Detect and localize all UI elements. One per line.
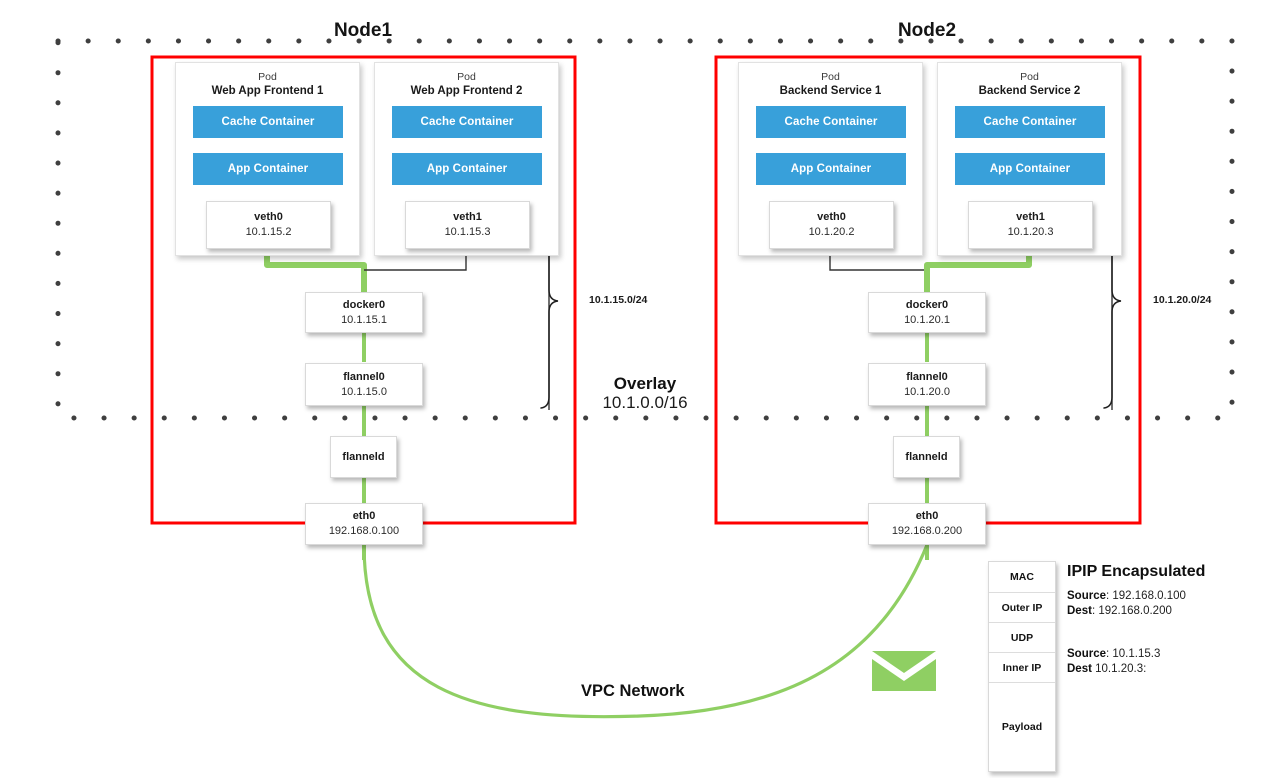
packet-envelope-icon bbox=[872, 647, 936, 700]
veth-ip: 10.1.20.2 bbox=[808, 226, 855, 238]
pod-name-label: Web App Frontend 2 bbox=[410, 85, 523, 97]
node1-flanneld[interactable]: flanneld bbox=[330, 436, 397, 478]
node1-pod2[interactable]: Pod Web App Frontend 2 Cache Container A… bbox=[374, 62, 559, 256]
pod-kind-label: Pod bbox=[821, 71, 840, 83]
flanneld-name: flanneld bbox=[342, 450, 385, 463]
pod-name-label: Backend Service 1 bbox=[779, 85, 882, 97]
inner-source-label: Source bbox=[1067, 648, 1106, 660]
node1-eth0[interactable]: eth0 192.168.0.100 bbox=[305, 503, 423, 545]
node1-docker0[interactable]: docker0 10.1.15.1 bbox=[305, 292, 423, 333]
overlay-cidr: 10.1.0.0/16 bbox=[602, 393, 688, 412]
inner-dest-line: Dest 10.1.20.3: bbox=[1067, 663, 1146, 675]
veth-ip: 10.1.15.2 bbox=[245, 226, 292, 238]
veth-interface[interactable]: veth0 10.1.20.2 bbox=[769, 201, 894, 249]
packet-layer-mac: MAC bbox=[989, 562, 1055, 593]
packet-layer-udp: UDP bbox=[989, 623, 1055, 653]
eth0-ip: 192.168.0.200 bbox=[891, 525, 963, 537]
node2-eth0[interactable]: eth0 192.168.0.200 bbox=[868, 503, 986, 545]
node2-flannel0[interactable]: flannel0 10.1.20.0 bbox=[868, 363, 986, 406]
app-container[interactable]: App Container bbox=[955, 153, 1105, 185]
cache-container[interactable]: Cache Container bbox=[392, 106, 542, 138]
cache-container[interactable]: Cache Container bbox=[193, 106, 343, 138]
pod-name-label: Web App Frontend 1 bbox=[211, 85, 324, 97]
node2-subnet-label: 10.1.20.0/24 bbox=[1153, 294, 1212, 306]
eth0-name: eth0 bbox=[352, 510, 376, 523]
node2-flanneld[interactable]: flanneld bbox=[893, 436, 960, 478]
veth-name: veth1 bbox=[1016, 211, 1045, 224]
outer-source-value: : 192.168.0.100 bbox=[1106, 590, 1186, 602]
flannel0-name: flannel0 bbox=[343, 370, 385, 383]
cache-container[interactable]: Cache Container bbox=[756, 106, 906, 138]
veth-name: veth0 bbox=[817, 211, 846, 224]
packet-layer-stack[interactable]: MAC Outer IP UDP Inner IP Payload bbox=[988, 561, 1056, 772]
veth-ip: 10.1.15.3 bbox=[444, 226, 491, 238]
overlay-title: Overlay bbox=[613, 374, 677, 393]
inner-source-value: : 10.1.15.3 bbox=[1106, 648, 1161, 660]
app-container[interactable]: App Container bbox=[193, 153, 343, 185]
flannel0-ip: 10.1.20.0 bbox=[904, 385, 950, 398]
bridge-ip: 10.1.20.1 bbox=[904, 313, 950, 326]
veth-interface[interactable]: veth1 10.1.20.3 bbox=[968, 201, 1093, 249]
inner-source-line: Source: 10.1.15.3 bbox=[1067, 648, 1160, 660]
packet-layer-outer-ip: Outer IP bbox=[989, 593, 1055, 623]
inner-dest-label: Dest bbox=[1067, 663, 1092, 675]
eth0-name: eth0 bbox=[915, 510, 939, 523]
eth0-ip: 192.168.0.100 bbox=[328, 525, 400, 537]
pod-kind-label: Pod bbox=[1020, 71, 1039, 83]
outer-dest-value: : 192.168.0.200 bbox=[1091, 605, 1172, 617]
outer-source-label: Source bbox=[1067, 590, 1106, 602]
veth-name: veth1 bbox=[453, 211, 482, 224]
flannel0-ip: 10.1.15.0 bbox=[341, 385, 387, 398]
inner-dest-value: 10.1.20.3: bbox=[1091, 663, 1147, 675]
node2-docker0[interactable]: docker0 10.1.20.1 bbox=[868, 292, 986, 333]
outer-dest-label: Dest bbox=[1067, 605, 1092, 617]
packet-layer-inner-ip: Inner IP bbox=[989, 653, 1055, 683]
node1-pod1[interactable]: Pod Web App Frontend 1 Cache Container A… bbox=[175, 62, 360, 256]
node1-flannel0[interactable]: flannel0 10.1.15.0 bbox=[305, 363, 423, 406]
vpc-network-label: VPC Network bbox=[581, 682, 685, 700]
node2-pod1[interactable]: Pod Backend Service 1 Cache Container Ap… bbox=[738, 62, 923, 256]
veth-interface[interactable]: veth1 10.1.15.3 bbox=[405, 201, 530, 249]
node2-title: Node2 bbox=[897, 20, 957, 41]
bridge-ip: 10.1.15.1 bbox=[341, 313, 387, 326]
outer-source-line: Source: 192.168.0.100 bbox=[1067, 590, 1186, 602]
pod-kind-label: Pod bbox=[457, 71, 476, 83]
node1-title: Node1 bbox=[333, 20, 393, 41]
node2-pod2[interactable]: Pod Backend Service 2 Cache Container Ap… bbox=[937, 62, 1122, 256]
pod-name-label: Backend Service 2 bbox=[978, 85, 1081, 97]
veth-ip: 10.1.20.3 bbox=[1007, 226, 1054, 238]
flannel0-name: flannel0 bbox=[906, 370, 948, 383]
flanneld-name: flanneld bbox=[905, 450, 948, 463]
packet-layer-payload: Payload bbox=[1001, 721, 1043, 733]
app-container[interactable]: App Container bbox=[392, 153, 542, 185]
app-container[interactable]: App Container bbox=[756, 153, 906, 185]
veth-name: veth0 bbox=[254, 211, 283, 224]
veth-interface[interactable]: veth0 10.1.15.2 bbox=[206, 201, 331, 249]
ipip-title: IPIP Encapsulated bbox=[1067, 563, 1206, 580]
bridge-name: docker0 bbox=[905, 298, 949, 311]
node1-subnet-label: 10.1.15.0/24 bbox=[589, 294, 648, 306]
cache-container[interactable]: Cache Container bbox=[955, 106, 1105, 138]
outer-dest-line: Dest: 192.168.0.200 bbox=[1067, 605, 1172, 617]
bridge-name: docker0 bbox=[342, 298, 386, 311]
pod-kind-label: Pod bbox=[258, 71, 277, 83]
